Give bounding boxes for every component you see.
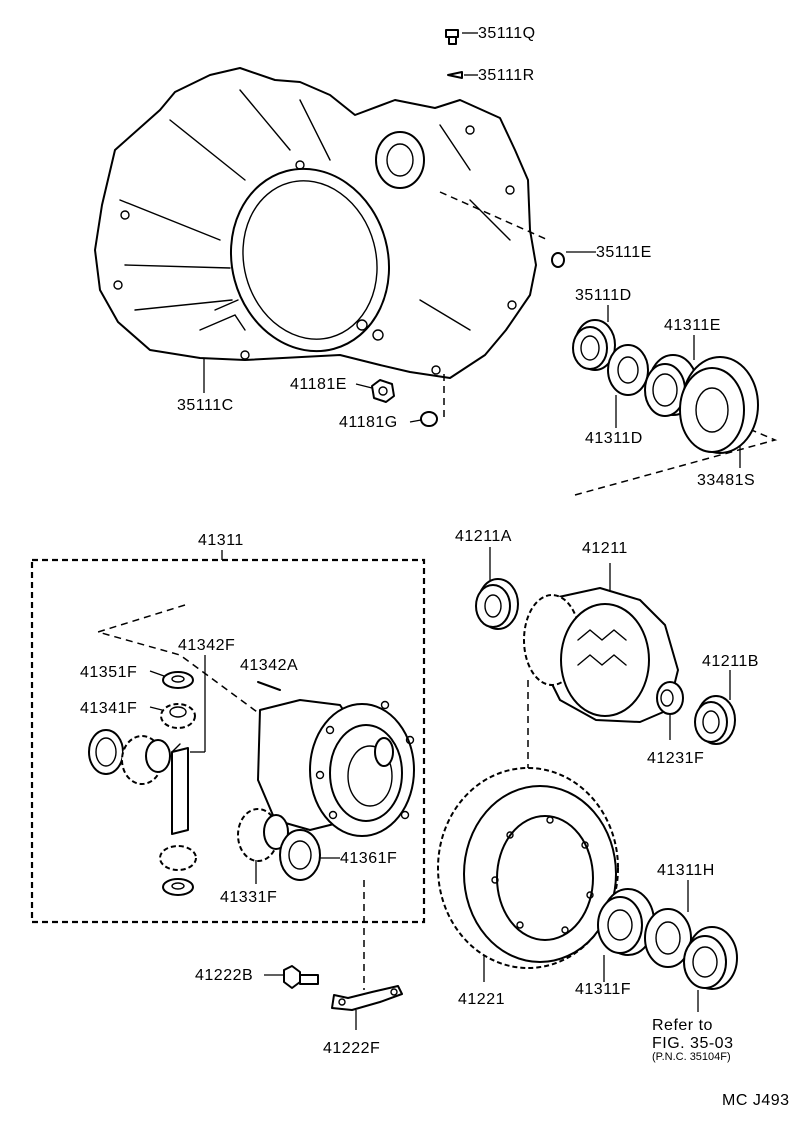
label-41311D: 41311D xyxy=(585,430,643,447)
label-41351F: 41351F xyxy=(80,664,137,681)
reference-line-1: Refer to xyxy=(652,1017,713,1034)
thrust-washer-41361F xyxy=(279,829,321,881)
label-41342F: 41342F xyxy=(178,637,235,654)
bearing-41211B xyxy=(694,695,736,745)
label-41311F: 41311F xyxy=(575,981,631,998)
label-35111E: 35111E xyxy=(596,244,652,261)
label-41222B: 41222B xyxy=(195,967,253,984)
axis-line xyxy=(95,604,269,721)
bolt-41222B xyxy=(283,965,319,989)
pinion-gear-41341F xyxy=(160,703,196,729)
counter-driven-gear-41211 xyxy=(523,587,679,723)
label-41221: 41221 xyxy=(458,991,505,1008)
washer-41181G xyxy=(420,411,438,427)
plate-33481S xyxy=(679,356,759,454)
label-41222F: 41222F xyxy=(323,1040,380,1057)
bearing-41211A xyxy=(475,578,519,630)
shaft-41342F xyxy=(171,743,189,835)
label-33481S: 33481S xyxy=(697,472,755,489)
label-41342A: 41342A xyxy=(240,657,298,674)
differential-assembly-box xyxy=(30,558,426,924)
shim-41311H xyxy=(644,908,692,968)
label-41331F: 41331F xyxy=(220,889,277,906)
nut-41181E xyxy=(371,379,395,403)
catalog-code: MC J493 xyxy=(722,1092,790,1109)
label-41231F: 41231F xyxy=(647,750,704,767)
ring-gear-41221 xyxy=(437,767,619,969)
oil-seal-35111D xyxy=(572,319,616,371)
label-41311E: 41311E xyxy=(664,317,721,334)
pin-41342A xyxy=(257,681,281,691)
side-gear-left xyxy=(88,729,171,785)
label-35111D: 35111D xyxy=(575,287,632,304)
bearing-41311F xyxy=(597,888,655,956)
oring-35111E xyxy=(551,252,565,268)
differential-case xyxy=(257,699,415,837)
plug-35111Q xyxy=(445,29,459,45)
label-35111C: 35111C xyxy=(177,397,234,414)
label-35111Q: 35111Q xyxy=(478,25,536,42)
label-41211B: 41211B xyxy=(702,653,759,670)
bearing-race-ref xyxy=(683,926,738,990)
label-41181G: 41181G xyxy=(339,414,398,431)
label-41361F: 41361F xyxy=(340,850,397,867)
reference-line-3: (P.N.C. 35104F) xyxy=(652,1051,731,1063)
transaxle-housing xyxy=(94,67,537,379)
label-35111R: 35111R xyxy=(478,67,535,84)
reference-line-2: FIG. 35-03 xyxy=(652,1035,733,1052)
pin-35111R xyxy=(447,71,463,79)
lock-plate-41222F xyxy=(331,985,403,1011)
label-41311: 41311 xyxy=(198,532,244,549)
label-41211: 41211 xyxy=(582,540,628,557)
spacer-41231F xyxy=(656,681,684,715)
thrust-washer-41351F xyxy=(162,671,194,689)
label-41181E: 41181E xyxy=(290,376,347,393)
pinion-gear-bottom xyxy=(159,845,197,896)
label-41311H: 41311H xyxy=(657,862,715,879)
axis-line xyxy=(439,191,549,241)
label-41341F: 41341F xyxy=(80,700,137,717)
label-41211A: 41211A xyxy=(455,528,512,545)
side-gear-41331F xyxy=(237,808,289,862)
shim-41311D xyxy=(607,344,649,396)
